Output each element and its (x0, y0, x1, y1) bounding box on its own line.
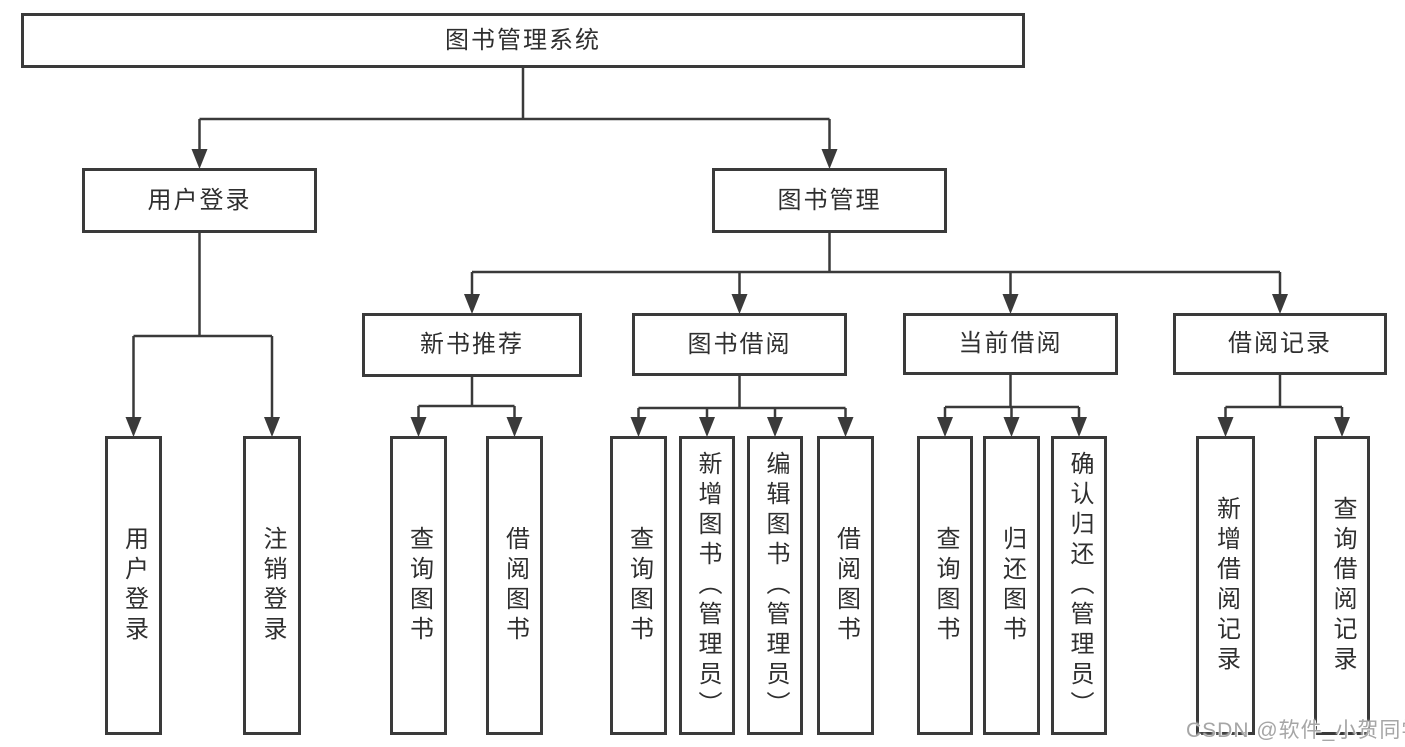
arrowhead-down-icon (464, 294, 480, 314)
arrowhead-down-icon (731, 294, 748, 314)
node-label-book-management: 图书管理 (777, 186, 882, 214)
arrowhead-down-icon (1071, 417, 1087, 437)
arrowhead-down-icon (125, 417, 142, 437)
node-label-user-login: 用户登录 (147, 186, 252, 214)
arrowhead-down-icon (1334, 417, 1350, 437)
node-label-leaf-edit-book-admin: 编辑图书（管理员） (762, 450, 789, 721)
node-label-new-book-recommend: 新书推荐 (420, 331, 524, 358)
node-user-login: 用户登录 (82, 168, 317, 233)
watermark: CSDN @软件_小贺同学 (1186, 719, 1405, 742)
node-label-book-borrow: 图书借阅 (687, 330, 792, 358)
node-label-leaf-query-borrow-record: 查询借阅记录 (1329, 495, 1356, 676)
node-leaf-add-book-admin: 新增图书（管理员） (679, 436, 735, 735)
node-leaf-query-borrow-record: 查询借阅记录 (1314, 436, 1370, 735)
node-leaf-query-book-borrow: 查询图书 (610, 436, 667, 735)
node-label-root: 图书管理系统 (445, 26, 601, 54)
arrowhead-down-icon (191, 149, 208, 169)
arrowhead-down-icon (630, 417, 647, 437)
node-borrow-record: 借阅记录 (1173, 313, 1387, 375)
arrowhead-down-icon (767, 417, 783, 437)
arrowhead-down-icon (699, 417, 715, 437)
node-label-leaf-add-borrow-record: 新增借阅记录 (1212, 495, 1240, 676)
arrowhead-down-icon (264, 417, 280, 437)
arrowhead-down-icon (837, 417, 854, 437)
node-label-borrow-record: 借阅记录 (1228, 330, 1332, 357)
node-label-leaf-query-book-borrow: 查询图书 (625, 525, 653, 646)
node-label-leaf-confirm-return: 确认归还（管理员） (1066, 450, 1093, 721)
node-leaf-query-book-current: 查询图书 (917, 436, 973, 735)
arrowhead-down-icon (506, 417, 523, 437)
node-leaf-logout: 注销登录 (243, 436, 301, 735)
node-leaf-edit-book-admin: 编辑图书（管理员） (747, 436, 803, 735)
node-label-leaf-query-book-current: 查询图书 (932, 525, 959, 646)
node-leaf-return-book: 归还图书 (983, 436, 1040, 735)
arrowhead-down-icon (410, 417, 427, 437)
node-label-leaf-borrow-book-rec: 借阅图书 (501, 525, 529, 646)
node-leaf-user-login: 用户登录 (105, 436, 162, 735)
arrowhead-down-icon (1002, 294, 1019, 314)
node-leaf-query-book-rec: 查询图书 (390, 436, 447, 735)
node-label-leaf-user-login: 用户登录 (120, 525, 148, 646)
node-label-leaf-add-book-admin: 新增图书（管理员） (694, 450, 721, 721)
arrowhead-down-icon (1272, 294, 1288, 314)
arrowhead-down-icon (821, 149, 838, 169)
node-leaf-borrow-book-rec: 借阅图书 (486, 436, 543, 735)
node-new-book-recommend: 新书推荐 (362, 313, 582, 377)
arrowhead-down-icon (1003, 417, 1020, 437)
node-label-leaf-query-book-rec: 查询图书 (405, 525, 433, 646)
node-label-current-borrow: 当前借阅 (958, 330, 1063, 357)
node-label-leaf-logout: 注销登录 (259, 525, 286, 646)
arrowhead-down-icon (937, 417, 953, 437)
arrowhead-down-icon (1217, 417, 1234, 437)
node-book-borrow: 图书借阅 (632, 313, 847, 376)
node-leaf-borrow-book: 借阅图书 (817, 436, 874, 735)
node-leaf-add-borrow-record: 新增借阅记录 (1196, 436, 1255, 735)
node-label-leaf-borrow-book: 借阅图书 (832, 525, 860, 646)
node-label-leaf-return-book: 归还图书 (998, 525, 1026, 646)
node-root: 图书管理系统 (21, 13, 1025, 68)
node-current-borrow: 当前借阅 (903, 313, 1118, 375)
node-book-management: 图书管理 (712, 168, 947, 233)
node-leaf-confirm-return: 确认归还（管理员） (1051, 436, 1107, 735)
